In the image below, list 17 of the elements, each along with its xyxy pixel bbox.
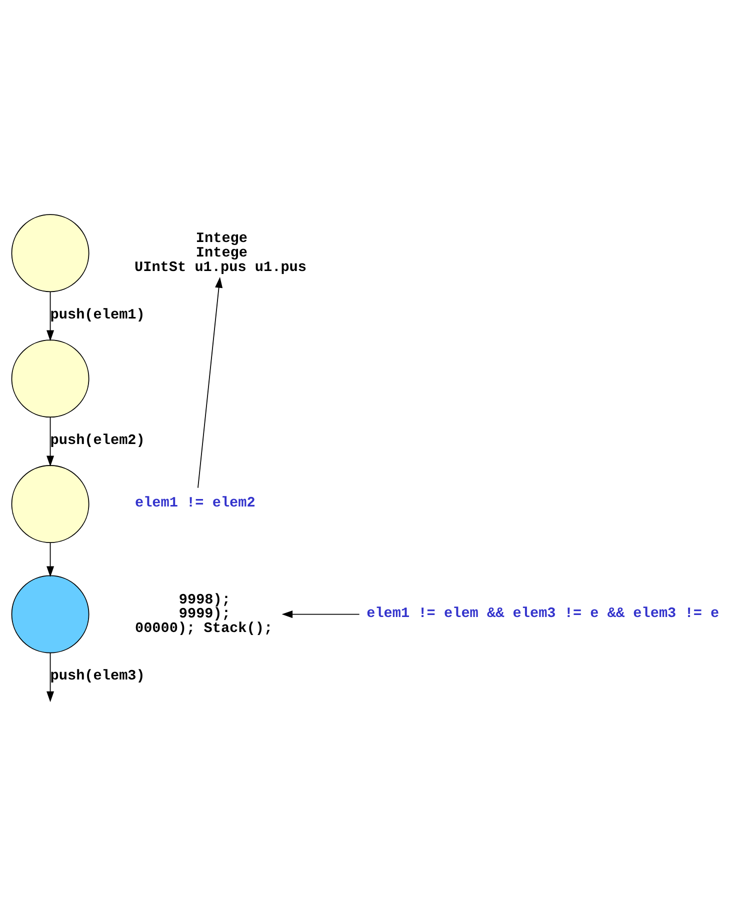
edge-label: push(elem2) — [50, 432, 145, 448]
node-text: elem1 != elem2 — [134, 495, 256, 512]
node-text: 9998); 9999); 00000); Stack(); — [134, 592, 273, 637]
arrow — [198, 276, 223, 488]
edge-label: push(elem3) — [50, 668, 145, 684]
arrow — [46, 652, 54, 702]
arrow — [46, 542, 54, 576]
node-circle — [11, 214, 90, 292]
arrow — [46, 416, 54, 466]
arrow — [282, 610, 360, 618]
edge-label: push(elem1) — [50, 306, 145, 323]
node-circle — [11, 464, 90, 543]
node-text: elem1 != elem && elem3 != e && elem3 != e — [366, 605, 720, 622]
node-circle — [11, 574, 90, 653]
node-text: Intege Intege UIntSt u1.pus u1.pus — [134, 230, 306, 276]
node-circle — [11, 339, 90, 418]
arrow — [46, 290, 54, 341]
